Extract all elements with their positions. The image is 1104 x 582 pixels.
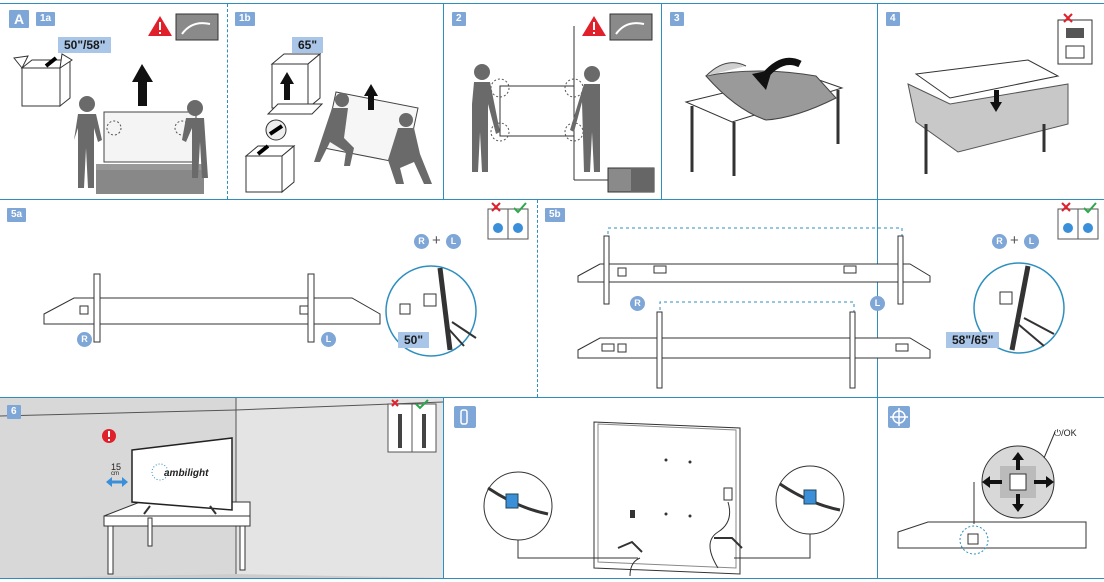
correct-icon [513,202,527,214]
up-arrow-icon [1012,452,1024,470]
bottom-rule [0,578,1104,579]
feet-attach-58-65-illustration [577,202,1099,389]
divider-3-4 [877,4,878,199]
step-4-label: 4 [886,12,900,26]
warning-icon [102,429,116,443]
left-marker-instruction: L [446,234,461,249]
power-ok-label: ⏻/OK [1054,428,1077,438]
warning-icon [582,16,606,36]
step-1b-label: 1b [235,12,255,26]
right-marker-instruction: R [414,234,429,249]
panel-step-1b: 1b 65" [228,4,443,199]
divider-1a-1b [227,4,228,199]
size-label-5a: 50" [398,332,430,348]
plus-sign: + [432,232,441,249]
step-5a-label: 5a [7,208,27,222]
step-6-label: 6 [7,405,21,419]
right-foot-marker: R [77,332,92,347]
section-a-label: A [9,10,30,28]
feet-attach-50-illustration [43,202,529,357]
ambilight-logo: ambilight [164,468,209,479]
up-arrow-icon [132,64,153,106]
panel-step-3: 3 [662,4,877,199]
size-label-1a: 50"/58" [58,37,112,53]
panel-step-2: 2 [444,4,661,199]
wrong-icon [391,399,399,407]
panel-cable-management [444,398,877,578]
right-foot-marker-5b: R [630,296,645,311]
carry-tv-illustration [472,13,655,193]
person-left-silhouette [74,96,102,188]
step-3-label: 3 [670,12,684,26]
left-foot-marker: L [321,332,336,347]
step-2-label: 2 [452,12,466,26]
row-rule-2 [0,397,1104,398]
left-foot-marker-5b: L [870,296,885,311]
joystick-icon [888,406,910,428]
cloth-on-table-illustration [684,57,844,176]
box-icon [13,53,73,108]
panel-step-4: 4 [878,4,1104,199]
top-rule [0,3,1104,4]
joystick-illustration [888,406,1087,555]
panel-step-5b: 5b R L R + L 58" [538,200,1104,397]
wrong-icon [1061,202,1071,212]
right-marker-instruction-5b: R [992,234,1007,249]
divider-2-3 [661,4,662,199]
divider-cable-joystick [877,398,878,578]
distance-value: 15 [111,462,122,472]
left-marker-instruction-5b: L [1024,234,1039,249]
plus-sign-5b: + [1010,232,1019,249]
size-label-5b: 58"/65" [946,332,1000,348]
cable-clip-icon [454,406,476,428]
step-5b-label: 5b [545,208,565,222]
tv-face-down-illustration [907,13,1093,174]
panel-step-5a: 5a R L R + L 50" [0,200,537,397]
divider-5a-5b [537,200,538,397]
wrong-icon [1063,13,1073,23]
panel-step-1a: A 1a 50"/58" [0,4,227,199]
wrong-icon [491,202,501,212]
warning-icon [148,16,172,36]
size-label-1b: 65" [292,37,324,53]
correct-icon [1083,202,1097,214]
panel-joystick: ⏻/OK [878,398,1104,578]
correct-icon [415,399,429,410]
unpack-illustration [13,13,219,194]
panel-step-6: 6 15 cm ambilight [0,398,443,578]
person-right-silhouette [182,100,208,178]
cable-clip-illustration [454,406,845,577]
step-1a-label: 1a [36,12,56,26]
distance-unit: cm [111,471,119,477]
divider-6-cable [443,398,444,578]
row-rule-1 [0,199,1104,200]
unpack-65-illustration [244,52,432,194]
room-placement-illustration [0,398,443,578]
divider-1b-2 [443,4,444,199]
down-arrow-icon [1012,494,1024,512]
